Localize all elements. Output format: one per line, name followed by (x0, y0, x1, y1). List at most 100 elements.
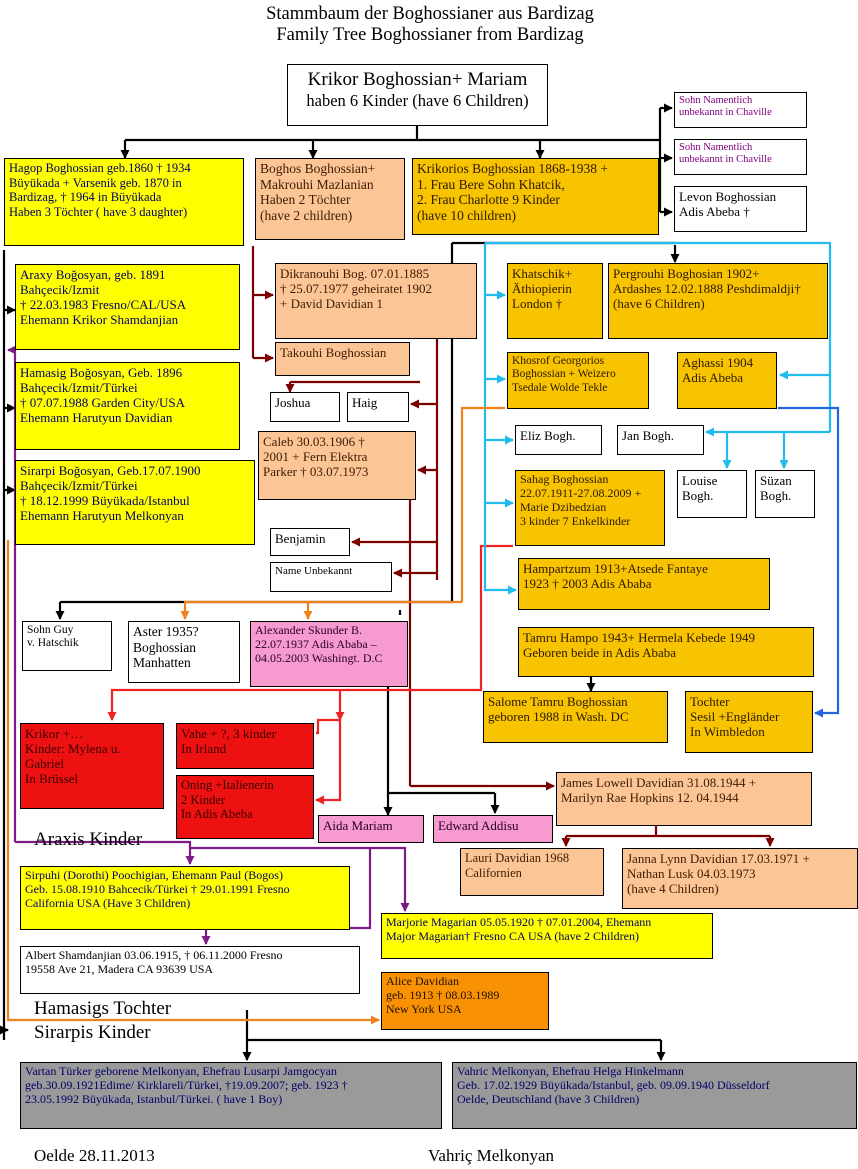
sirarpi-line-2: Bahçecik/Izmit/Türkei (20, 478, 138, 494)
benjamin-line-1: Benjamin (275, 531, 326, 546)
aghassi-line-2: Adis Abeba (682, 370, 744, 386)
khatschik-line-2: Äthiopierin (512, 281, 572, 297)
footer-place-date: Oelde 28.11.2013 (34, 1146, 155, 1165)
sirpuhi-line-1: Sirpuhi (Dorothi) Poochigian, Ehemann Pa… (25, 868, 283, 882)
marjorie-box: Marjorie Magarian 05.05.1920 † 07.01.200… (381, 913, 713, 959)
jan-line-1: Jan Bogh. (622, 428, 674, 443)
khatschik-line-3: London † (512, 296, 563, 312)
krikorios-line-4: (have 10 children) (417, 207, 516, 223)
hamasig-line-1: Hamasig Boğosyan, Geb. 1896 (20, 365, 183, 380)
vahric-line-2: Geb. 17.02.1929 Büyükada/Istanbul, geb. … (457, 1077, 770, 1092)
sohn2-line-2: unbekannt in Chaville (679, 154, 772, 166)
araxy-line-1: Araxy Boğosyan, geb. 1891 (20, 267, 166, 282)
pergrouhi-line-3: (have 6 Children) (613, 296, 705, 312)
alexander-line-2: 22.07.1937 Adis Ababa – (255, 636, 377, 651)
salome-line-2: geboren 1988 in Wash. DC (488, 709, 629, 725)
levon-line-2: Adis Abeba † (679, 204, 750, 220)
suzan-line-2: Bogh. (760, 488, 792, 504)
vahe-line-2: In Irland (181, 741, 227, 757)
james-box: James Lowell Davidian 31.08.1944 +Marily… (556, 772, 812, 826)
khosrof-line-2: Boghossian + Weizero (512, 368, 616, 381)
boghos-line-1: Boghos Boghossian+ (260, 161, 376, 176)
alexander-line-1: Alexander Skunder B. (255, 623, 362, 637)
pergrouhi-line-2: Ardashes 12.02.1888 Peshdimaldji† (613, 281, 801, 297)
hagop-line-1: Hagop Boghossian geb.1860 † 1934 (9, 161, 191, 175)
sirpuhi-line-3: California USA (Have 3 Children) (25, 895, 191, 910)
sohnguy-line-2: v. Hatschik (27, 637, 79, 650)
jan-box: Jan Bogh. (617, 425, 704, 455)
sahag-line-4: 3 kinder 7 Enkelkinder (520, 513, 631, 528)
vahric-line-1: Vahric Melkonyan, Ehefrau Helga Hinkelma… (457, 1064, 684, 1078)
tochter-line-2: Sesil +Engländer (690, 709, 780, 725)
vartan-box: Vartan Türker geborene Melkonyan, Ehefra… (20, 1062, 442, 1129)
hamasig-line-3: † 07.07.1988 Garden City/USA (20, 395, 186, 411)
aida-line-1: Aida Mariam (323, 818, 393, 833)
albert-line-2: 19558 Ave 21, Madera CA 93639 USA (25, 961, 214, 976)
connector-purple-67 (190, 846, 410, 912)
lauri-line-1: Lauri Davidian 1968 (465, 851, 570, 865)
tamru-line-2: Geboren beide in Adis Ababa (523, 645, 677, 661)
sohn1-line-2: unbekannt in Chaville (679, 107, 772, 119)
takouhi-line-1: Takouhi Boghossian (280, 345, 387, 360)
caleb-line-1: Caleb 30.03.1906 † (263, 434, 365, 449)
krikorplus-line-4: In Brüssel (25, 771, 79, 787)
haig-box: Haig (347, 392, 409, 422)
sohn2-line-1: Sohn Namentlich (679, 142, 753, 153)
alice-line-1: Alice Davidian (386, 974, 459, 988)
dikranouhi-line-2: † 25.07.1977 geheiratet 1902 (280, 281, 432, 297)
connector-cyan-51 (483, 243, 517, 595)
sirarpi-line-1: Sirarpi Boğosyan, Geb.17.07.1900 (20, 463, 201, 478)
dikranouhi-line-3: + David Davidian 1 (280, 296, 384, 312)
title-line-1: Stammbaum der Boghossianer aus Bardizag (266, 4, 594, 24)
oning-line-2: 2 Kinder (181, 792, 226, 807)
janna-line-2: Nathan Lusk 04.03.1973 (627, 866, 756, 882)
alexander-line-3: 04.05.2003 Washingt. D.C (255, 650, 383, 665)
sirpuhi-box: Sirpuhi (Dorothi) Poochigian, Ehemann Pa… (20, 866, 350, 930)
sirpuhi-line-2: Geb. 15.08.1910 Bahcecik/Türkei † 29.01.… (25, 881, 290, 896)
title-line-2: Family Tree Boghossianer from Bardizag (276, 25, 584, 46)
krikorios-line-1: Krikorios Boghossian 1868-1938 + (417, 161, 608, 176)
joshua-box: Joshua (270, 392, 340, 422)
dikranouhi-box: Dikranouhi Bog. 07.01.1885† 25.07.1977 g… (275, 263, 477, 339)
tochter-line-3: In Wimbledon (690, 724, 765, 740)
vartan-line-1: Vartan Türker geborene Melkonyan, Ehefra… (25, 1064, 337, 1078)
nameunbek-box: Name Unbekannt (270, 562, 392, 592)
araxy-line-3: † 22.03.1983 Fresno/CAL/USA (20, 297, 187, 313)
sahag-line-1: Sahag Boghossian (520, 472, 609, 486)
alice-line-3: New York USA (386, 1001, 462, 1016)
eliz-line-1: Eliz Bogh. (520, 428, 576, 443)
caleb-line-2: 2001 + Fern Elektra (263, 449, 368, 465)
khosrof-line-1: Khosrof Georgorios (512, 355, 605, 367)
pergrouhi-box: Pergrouhi Boghosian 1902+Ardashes 12.02.… (608, 263, 828, 339)
sahag-line-2: 22.07.1911-27.08.2009 + (520, 485, 642, 500)
salome-line-1: Salome Tamru Boghossian (488, 694, 628, 709)
hagop-line-4: Haben 3 Töchter ( have 3 daughter) (9, 204, 188, 219)
janna-line-3: (have 4 Children) (627, 881, 719, 897)
vartan-line-2: geb.30.09.1921Edime/ Kirklareli/Türkei, … (25, 1077, 348, 1092)
alexander-box: Alexander Skunder B.22.07.1937 Adis Abab… (250, 621, 408, 687)
sirarpi-line-4: Ehemann Harutyun Melkonyan (20, 508, 184, 524)
sohnguy-line-1: Sohn Guy (27, 624, 74, 636)
hamasig-line-4: Ehemann Harutyun Davidian (20, 410, 173, 426)
connector-blue-60 (778, 406, 840, 718)
label-sirarpis-kinder: Sirarpis Kinder (34, 1022, 151, 1043)
takouhi-box: Takouhi Boghossian (275, 342, 410, 376)
connector-cyan-50 (485, 241, 832, 432)
hampartzum-line-1: Hampartzum 1913+Atsede Fantaye (523, 561, 708, 576)
connector-orange-62 (180, 600, 462, 620)
connector-purple-66 (15, 840, 195, 865)
sirarpi-line-3: † 18.12.1999 Büyükada/Istanbul (20, 493, 190, 509)
